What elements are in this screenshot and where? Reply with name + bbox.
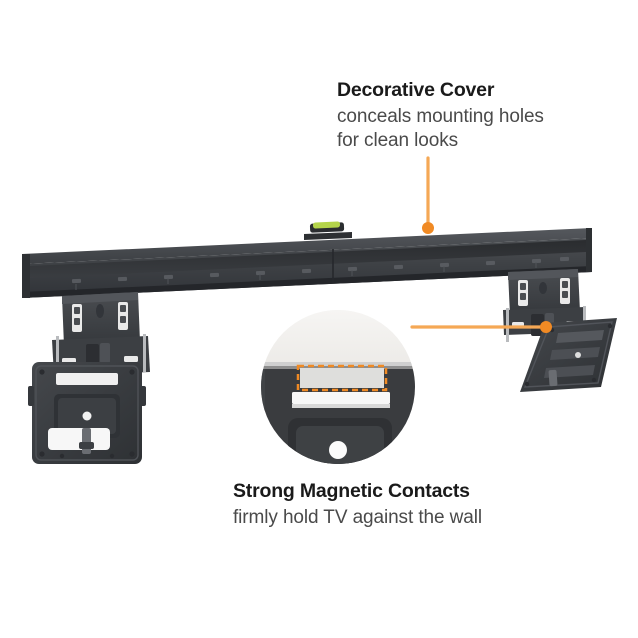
rail-slot-markings [71, 256, 570, 284]
callout-title-decorative-cover: Decorative Cover [337, 79, 495, 101]
arm-adjust-slots [518, 278, 570, 306]
mounting-rail [22, 228, 592, 298]
callout-title-magnetic-contacts: Strong Magnetic Contacts [233, 480, 470, 502]
left-vesa-bracket [28, 292, 150, 464]
callout-body-line: firmly hold TV against the wall [233, 506, 482, 528]
callout-body-magnetic-contacts: firmly hold TV against the wall [233, 506, 482, 530]
magnified-detail-circle [261, 310, 415, 464]
callout-magnetic-contacts: Strong Magnetic Contacts firmly hold TV … [233, 479, 482, 530]
leader-line-decorative-cover [422, 156, 434, 234]
right-vesa-bracket [503, 269, 617, 392]
bubble-level [304, 221, 352, 240]
callout-body-line: for clean looks [337, 130, 459, 152]
callout-body-line: conceals mounting holes [337, 105, 544, 127]
callout-decorative-cover: Decorative Cover conceals mounting holes… [337, 78, 544, 154]
rail-slot-ticks [75, 262, 537, 290]
leader-line-magnetic-contacts [410, 321, 552, 333]
callout-body-decorative-cover: conceals mounting holes for clean looks [337, 105, 544, 154]
right-plate-tilted [520, 318, 617, 392]
plate-screw-holes [39, 369, 135, 459]
arm-adjust-slots [72, 302, 128, 332]
